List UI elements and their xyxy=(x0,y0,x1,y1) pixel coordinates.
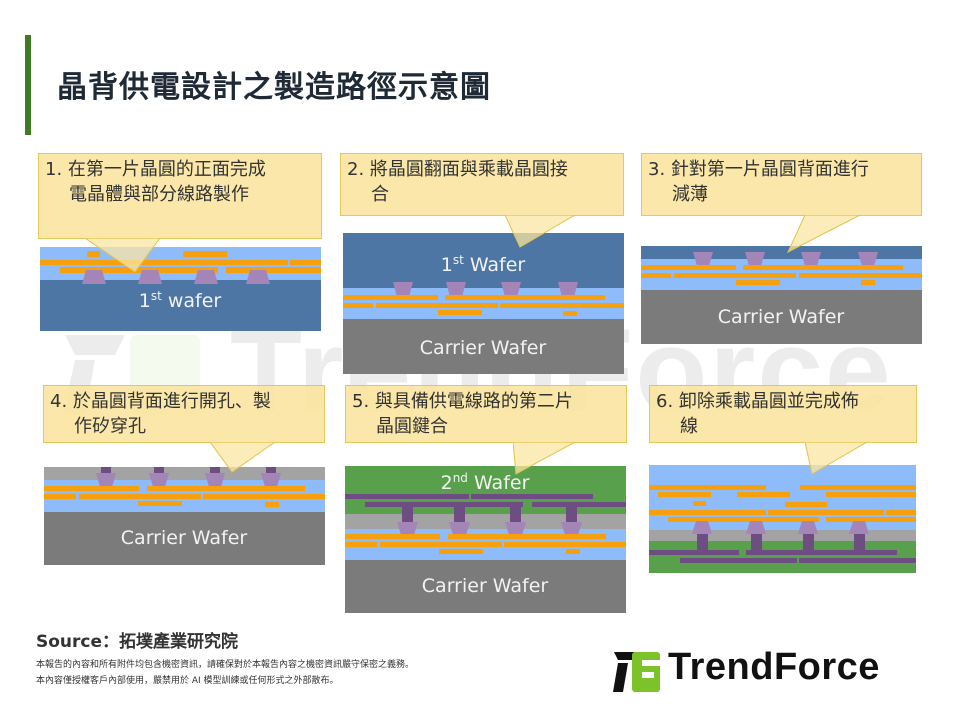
callout-pointer xyxy=(513,442,576,475)
carrier-wafer-label: Carrier Wafer xyxy=(120,527,248,549)
metal-line xyxy=(290,260,321,265)
first-wafer xyxy=(343,233,624,288)
metal-line xyxy=(826,492,916,497)
metal-line xyxy=(44,494,76,499)
metal-line xyxy=(265,502,279,507)
metal-line xyxy=(743,265,903,270)
metal-line xyxy=(800,485,916,490)
metal-line xyxy=(345,534,440,539)
disclaimer-line-1: 本報告的內容和所有附件均包含機密資訊，請確保對於本報告內容之機密資訊嚴守保密之義… xyxy=(36,660,415,670)
metal-line xyxy=(826,517,916,522)
metal-line xyxy=(44,486,139,491)
first-wafer xyxy=(40,280,321,331)
power-rail xyxy=(532,502,626,507)
metal-line xyxy=(737,492,790,497)
metal-line xyxy=(147,486,305,491)
metal-line xyxy=(138,501,182,506)
metal-line xyxy=(504,542,626,547)
metal-line xyxy=(87,251,100,257)
contact-vias xyxy=(82,270,270,284)
metal-line xyxy=(674,273,796,278)
second-wafer xyxy=(649,541,916,573)
step-4-callout: 4. 於晶圓背面進行開孔、製 作矽穿孔 xyxy=(43,385,325,443)
metal-line xyxy=(500,303,624,308)
metal-line xyxy=(785,502,827,507)
first-wafer-label: 1st Wafer xyxy=(440,253,526,276)
metal-line xyxy=(649,510,766,515)
metal-line xyxy=(345,542,377,547)
metal-line xyxy=(768,510,884,515)
power-rail xyxy=(365,502,523,507)
carrier-wafer xyxy=(44,512,325,565)
power-rail xyxy=(345,494,469,499)
carrier-wafer-label: Carrier Wafer xyxy=(717,306,845,328)
metal-line xyxy=(641,265,736,270)
step-1-callout: 1. 在第一片晶圓的正面完成 電晶體與部分線路製作 xyxy=(38,153,322,239)
metal-line xyxy=(445,295,605,300)
second-wafer-label: 2nd Wafer xyxy=(440,471,530,494)
contact-vias xyxy=(393,282,578,297)
carrier-wafer xyxy=(345,560,626,613)
callout-pointer xyxy=(805,442,868,475)
metal-line xyxy=(203,494,325,499)
metal-line xyxy=(40,260,165,265)
callout-pointer xyxy=(786,215,861,254)
source-citation: Source：拓墣產業研究院 xyxy=(36,632,239,652)
metal-line xyxy=(566,549,580,554)
metal-line xyxy=(79,494,201,499)
power-rail xyxy=(649,550,739,555)
metal-line xyxy=(448,534,606,539)
through-silicon-vias xyxy=(96,467,281,487)
through-silicon-vias xyxy=(692,521,869,552)
metal-line xyxy=(60,267,218,273)
carrier-wafer-label: Carrier Wafer xyxy=(419,337,547,359)
title-accent-bar xyxy=(25,35,31,135)
disclaimer: 本報告的內容和所有附件均包含機密資訊，請確保對於本報告內容之機密資訊嚴守保密之義… xyxy=(36,657,414,689)
through-silicon-vias xyxy=(397,507,582,535)
power-rail xyxy=(680,558,797,563)
trendforce-logo-icon xyxy=(613,652,660,692)
metal-line xyxy=(658,492,711,497)
metal-line xyxy=(380,542,502,547)
metal-line xyxy=(693,501,706,506)
metal-line xyxy=(343,303,373,308)
metal-line xyxy=(861,280,875,285)
step-3-callout: 3. 針對第一片晶圓背面進行 減薄 xyxy=(641,153,922,216)
metal-line xyxy=(226,267,321,273)
metal-line xyxy=(165,260,288,265)
metal-line xyxy=(183,251,227,257)
carrier-wafer xyxy=(343,319,624,374)
metal-line xyxy=(886,510,916,515)
thinned-silicon xyxy=(649,530,916,541)
carrier-wafer xyxy=(641,290,922,344)
metal-line xyxy=(563,311,577,316)
brand-name: TrendForce xyxy=(668,646,880,688)
disclaimer-line-2: 本內容僅授權客戶內部使用，嚴禁用於 AI 模型訓練或任何形式之外部散布。 xyxy=(36,676,339,686)
metal-line xyxy=(641,273,671,278)
contact-vias xyxy=(693,252,878,266)
page-title: 晶背供電設計之製造路徑示意圖 xyxy=(57,70,491,105)
callout-pointer xyxy=(210,442,276,473)
step-2-callout: 2. 將晶圓翻面與乘載晶圓接 合 xyxy=(340,153,624,216)
power-rail xyxy=(746,550,897,555)
callout-pointer xyxy=(505,215,576,248)
metal-line xyxy=(439,549,483,554)
trendforce-logo: TrendForce xyxy=(612,646,932,696)
callout-pointer xyxy=(85,238,161,273)
metal-line xyxy=(649,485,766,490)
metal-line xyxy=(343,295,438,300)
metal-line xyxy=(438,310,482,315)
metal-line xyxy=(736,280,780,285)
power-rail xyxy=(799,558,916,563)
step-6-callout: 6. 卸除乘載晶圓並完成佈 線 xyxy=(649,385,917,443)
carrier-wafer-label: Carrier Wafer xyxy=(421,575,549,597)
metal-line xyxy=(376,303,498,308)
first-wafer-label: 1st wafer xyxy=(138,289,222,312)
step-5-callout: 5. 與具備供電線路的第二片 晶圓鍵合 xyxy=(345,385,627,443)
metal-line xyxy=(668,517,819,522)
power-rail xyxy=(471,494,593,499)
metal-line xyxy=(799,273,922,278)
